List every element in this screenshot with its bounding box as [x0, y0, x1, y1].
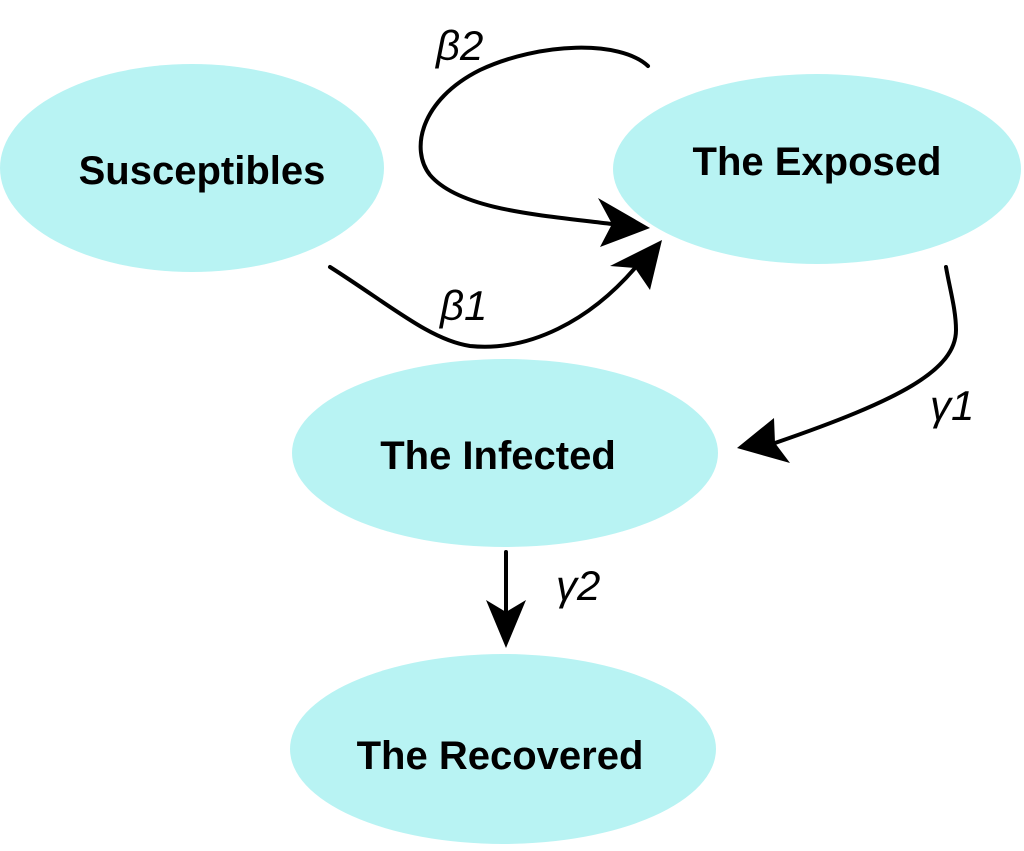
node-exposed-label: The Exposed: [693, 140, 942, 184]
edge-gamma1-line: [773, 265, 958, 445]
node-infected: The Infected: [292, 359, 718, 547]
edge-gamma2-arrowhead: [486, 600, 526, 648]
edge-beta1-arrowhead: [610, 240, 662, 290]
node-recovered-shape: [290, 654, 716, 844]
edge-gamma2: γ2: [486, 550, 600, 648]
edge-beta2-line: [418, 45, 650, 226]
edge-beta1-label: β1: [438, 282, 487, 329]
node-infected-shape: [292, 359, 718, 547]
edge-beta1: β1: [328, 240, 662, 349]
edge-beta1-line: [328, 265, 637, 349]
node-infected-label: The Infected: [380, 434, 616, 478]
edge-beta2-label: β2: [434, 22, 483, 69]
node-susceptibles: Susceptibles: [0, 64, 384, 272]
node-exposed-shape: [613, 74, 1021, 264]
edge-gamma2-label: γ2: [556, 562, 600, 609]
edge-gamma1: γ1: [737, 265, 974, 463]
edge-beta2: β2: [418, 22, 650, 247]
edge-beta2-arrowhead: [598, 198, 650, 247]
edge-gamma1-label: γ1: [930, 382, 974, 429]
node-recovered-label: The Recovered: [357, 734, 644, 778]
node-recovered: The Recovered: [290, 654, 716, 844]
node-susceptibles-shape: [0, 64, 384, 272]
edge-gamma1-arrowhead: [737, 418, 790, 463]
node-susceptibles-label: Susceptibles: [79, 149, 326, 193]
node-exposed: The Exposed: [613, 74, 1021, 264]
